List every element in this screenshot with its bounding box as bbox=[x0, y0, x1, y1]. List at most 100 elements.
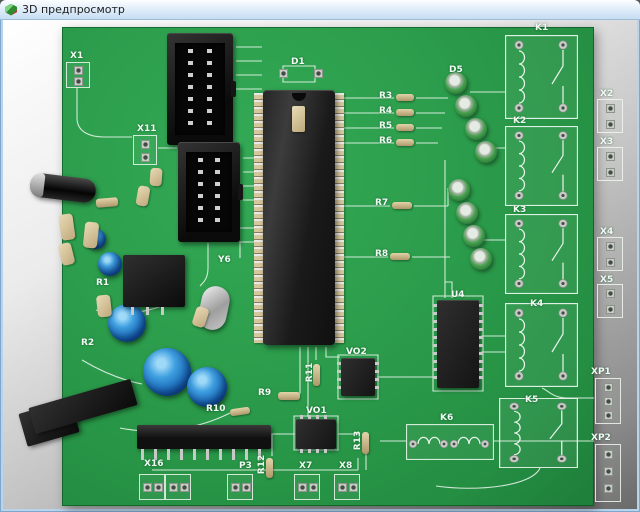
refdes-r10: R10 bbox=[206, 404, 226, 414]
relay-footprint-k6 bbox=[406, 424, 494, 460]
pad bbox=[604, 397, 613, 406]
led-green-5 bbox=[448, 179, 470, 201]
pad bbox=[74, 66, 83, 75]
refdes-k5: K5 bbox=[525, 395, 539, 405]
refdes-k6: K6 bbox=[440, 413, 454, 423]
refdes-k2: K2 bbox=[513, 116, 527, 126]
pad bbox=[604, 411, 613, 420]
relay-footprint-k4 bbox=[505, 303, 578, 387]
resistor-r7-body bbox=[392, 202, 412, 209]
led-green-1 bbox=[445, 72, 467, 94]
idc-socket-recess bbox=[175, 43, 225, 135]
resistor-r9-body bbox=[278, 392, 300, 400]
cap-ceramic-6 bbox=[95, 294, 113, 318]
resistor-r6-body bbox=[396, 139, 414, 146]
refdes-x2: X2 bbox=[600, 89, 614, 99]
led-green-8 bbox=[470, 248, 492, 270]
bottom-pad-group-2 bbox=[165, 474, 191, 500]
connector-pads-x5 bbox=[597, 284, 623, 318]
refdes-x5: X5 bbox=[600, 275, 614, 285]
refdes-k1: K1 bbox=[535, 23, 549, 33]
relay-symbol-icon bbox=[406, 424, 494, 460]
window-titlebar[interactable]: 3D предпросмотр bbox=[0, 0, 640, 20]
refdes-r11: R11 bbox=[305, 362, 316, 383]
resistor-r4-body bbox=[396, 109, 414, 116]
pad bbox=[180, 483, 189, 492]
dip-socket-left bbox=[254, 93, 263, 343]
ic-u4 bbox=[433, 300, 483, 388]
pad bbox=[242, 483, 251, 492]
pad bbox=[604, 383, 613, 392]
connector-pads-x8 bbox=[334, 474, 360, 500]
refdes-x8: X8 bbox=[339, 461, 353, 471]
relay-footprint-k5 bbox=[499, 398, 578, 468]
refdes-x4: X4 bbox=[600, 227, 614, 237]
pad bbox=[349, 483, 358, 492]
pad bbox=[604, 484, 613, 493]
pad bbox=[143, 483, 152, 492]
refdes-u4: U4 bbox=[451, 290, 465, 300]
cap-ceramic-2 bbox=[82, 221, 100, 249]
refdes-r12: R12 bbox=[257, 454, 268, 475]
dip-socket-right bbox=[335, 93, 344, 343]
refdes-r3: R3 bbox=[379, 91, 393, 101]
led-green-2 bbox=[455, 95, 477, 117]
pad bbox=[604, 467, 613, 476]
bottom-pad-group-1 bbox=[139, 474, 165, 500]
refdes-vo1: VO1 bbox=[306, 406, 327, 416]
pad bbox=[74, 77, 83, 86]
relay-footprint-k2 bbox=[505, 126, 578, 206]
connector-pads-x3 bbox=[597, 147, 623, 181]
cap-blue-2 bbox=[98, 252, 122, 276]
led-green-6 bbox=[456, 202, 478, 224]
cap-blue-4 bbox=[143, 348, 191, 396]
refdes-r1: R1 bbox=[96, 278, 110, 288]
resistor-r3-body bbox=[396, 94, 414, 101]
refdes-x3: X3 bbox=[600, 137, 614, 147]
relay-symbol-icon bbox=[505, 214, 578, 294]
resistor-r1-body bbox=[95, 197, 119, 208]
pin-header-x16 bbox=[137, 425, 271, 460]
pad bbox=[606, 120, 615, 129]
cap-blue-5 bbox=[187, 367, 227, 407]
connector-pads-x7 bbox=[294, 474, 320, 500]
refdes-x16: X16 bbox=[144, 459, 164, 469]
optocoupler-vo2 bbox=[337, 358, 379, 396]
refdes-k3: K3 bbox=[513, 205, 527, 215]
pad bbox=[309, 483, 318, 492]
idc-socket-recess bbox=[186, 152, 232, 232]
refdes-xp2: XP2 bbox=[591, 433, 611, 443]
resistor-r8-body bbox=[390, 253, 410, 260]
refdes-y6: Y6 bbox=[218, 255, 231, 265]
refdes-r6: R6 bbox=[379, 136, 393, 146]
pad bbox=[141, 140, 150, 149]
refdes-r8: R8 bbox=[375, 249, 389, 259]
pad bbox=[606, 168, 615, 177]
idc-connector-1 bbox=[167, 33, 236, 145]
refdes-r13: R13 bbox=[353, 430, 364, 451]
led-green-7 bbox=[463, 225, 485, 247]
refdes-x7: X7 bbox=[299, 461, 313, 471]
pad bbox=[606, 289, 615, 298]
pad bbox=[154, 483, 163, 492]
pad bbox=[169, 483, 178, 492]
refdes-x1: X1 bbox=[70, 51, 84, 61]
connector-pads-x2 bbox=[597, 99, 623, 133]
refdes-r5: R5 bbox=[379, 121, 393, 131]
pad bbox=[338, 483, 347, 492]
pad bbox=[606, 152, 615, 161]
refdes-r2: R2 bbox=[81, 338, 95, 348]
relay-symbol-icon bbox=[505, 303, 578, 387]
refdes-p3: P3 bbox=[239, 461, 252, 471]
pad bbox=[141, 153, 150, 162]
connector-pads-xp1 bbox=[595, 378, 621, 424]
connector-pads-x4 bbox=[597, 237, 623, 271]
app-icon bbox=[5, 3, 17, 16]
refdes-d5: D5 bbox=[449, 65, 463, 75]
connector-pads-p3 bbox=[227, 474, 253, 500]
pad-d1-anode bbox=[279, 69, 288, 78]
regulator-black-box bbox=[123, 255, 185, 315]
ic-label-sticker bbox=[292, 106, 305, 132]
connector-pads-x11 bbox=[133, 135, 157, 165]
refdes-k4: K4 bbox=[530, 299, 544, 309]
